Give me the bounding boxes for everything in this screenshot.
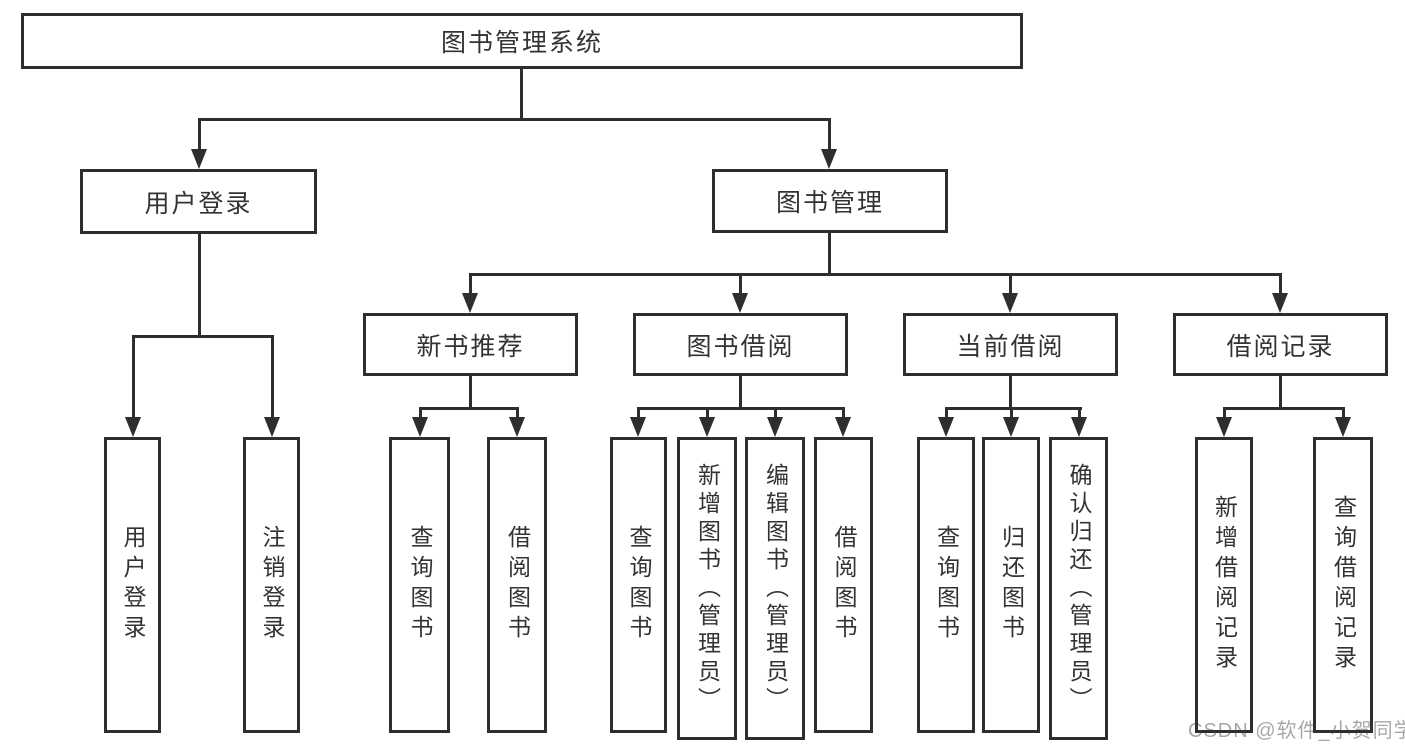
node-library-system: 图书管理系统	[21, 13, 1023, 69]
connector-bookmgmt-drop2	[739, 273, 742, 298]
connector-bookmgmt-stem	[828, 232, 831, 276]
connector-bookmgmt-drop1	[469, 273, 472, 298]
connector-newbook-bar	[419, 407, 519, 410]
connector-userlogin-stem	[198, 233, 201, 338]
arrow-down-icon	[732, 293, 748, 313]
arrow-down-icon	[1335, 417, 1351, 437]
leaf-bb-add-books-admin: 新增图书（管理员）	[677, 437, 737, 740]
leaf-nb-query-books: 查询图书	[389, 437, 450, 733]
connector-newbook-drop2	[516, 407, 519, 421]
arrow-down-icon	[1216, 417, 1232, 437]
connector-records-drop2	[1342, 407, 1345, 421]
leaf-nb-borrow-books: 借阅图书	[487, 437, 547, 733]
connector-bookborrow-stem	[739, 375, 742, 410]
connector-records-bar	[1223, 407, 1345, 410]
connector-root-bar	[198, 118, 831, 121]
connector-userlogin-drop1	[132, 335, 135, 420]
connector-bookborrow-bar	[637, 407, 845, 410]
leaf-br-query-record: 查询借阅记录	[1313, 437, 1373, 733]
leaf-user-login: 用户登录	[104, 437, 161, 733]
arrow-down-icon	[509, 417, 525, 437]
leaf-logout: 注销登录	[243, 437, 300, 733]
arrow-down-icon	[1002, 293, 1018, 313]
connector-newbook-stem	[469, 375, 472, 410]
connector-userlogin-drop2	[271, 335, 274, 420]
connector-newbook-drop1	[419, 407, 422, 421]
leaf-cb-query-books: 查询图书	[917, 437, 975, 733]
node-book-borrow: 图书借阅	[633, 313, 848, 376]
connector-root-drop-right	[828, 118, 831, 153]
node-book-management: 图书管理	[712, 169, 948, 233]
watermark: CSDN @软件_小贺同学	[1188, 720, 1405, 742]
arrow-down-icon	[1272, 293, 1288, 313]
leaf-bb-edit-books-admin: 编辑图书（管理员）	[745, 437, 805, 740]
connector-currentborrow-bar	[945, 407, 1082, 410]
arrow-down-icon	[1003, 417, 1019, 437]
arrow-down-icon	[821, 149, 837, 169]
node-current-borrow: 当前借阅	[903, 313, 1118, 376]
arrow-down-icon	[835, 417, 851, 437]
connector-currentborrow-stem	[1009, 375, 1012, 410]
arrow-down-icon	[938, 417, 954, 437]
arrow-down-icon	[412, 417, 428, 437]
connector-records-drop1	[1223, 407, 1226, 421]
connector-userlogin-bar	[132, 335, 274, 338]
arrow-down-icon	[264, 417, 280, 437]
node-new-book-recommend: 新书推荐	[363, 313, 578, 376]
connector-bookborrow-drop3	[774, 407, 777, 421]
connector-currentborrow-drop1	[945, 407, 948, 421]
connector-root-drop-left	[198, 118, 201, 153]
arrow-down-icon	[630, 417, 646, 437]
leaf-cb-confirm-return-admin: 确认归还（管理员）	[1049, 437, 1108, 740]
connector-bookborrow-drop2	[706, 407, 709, 421]
leaf-bb-query-books: 查询图书	[610, 437, 667, 733]
connector-currentborrow-drop3	[1078, 407, 1081, 421]
arrow-down-icon	[191, 149, 207, 169]
connector-bookmgmt-bar	[469, 273, 1282, 276]
node-borrow-records: 借阅记录	[1173, 313, 1388, 376]
connector-bookborrow-drop4	[842, 407, 845, 421]
arrow-down-icon	[767, 417, 783, 437]
arrow-down-icon	[699, 417, 715, 437]
arrow-down-icon	[1071, 417, 1087, 437]
connector-records-stem	[1279, 375, 1282, 410]
leaf-br-add-record: 新增借阅记录	[1195, 437, 1253, 733]
arrow-down-icon	[125, 417, 141, 437]
leaf-bb-borrow-books: 借阅图书	[814, 437, 873, 733]
connector-bookborrow-drop1	[637, 407, 640, 421]
connector-bookmgmt-drop4	[1279, 273, 1282, 298]
leaf-cb-return-books: 归还图书	[982, 437, 1040, 733]
node-user-login: 用户登录	[80, 169, 317, 234]
arrow-down-icon	[462, 293, 478, 313]
connector-root-stem	[520, 68, 523, 121]
connector-bookmgmt-drop3	[1009, 273, 1012, 298]
connector-currentborrow-drop2	[1010, 407, 1013, 421]
